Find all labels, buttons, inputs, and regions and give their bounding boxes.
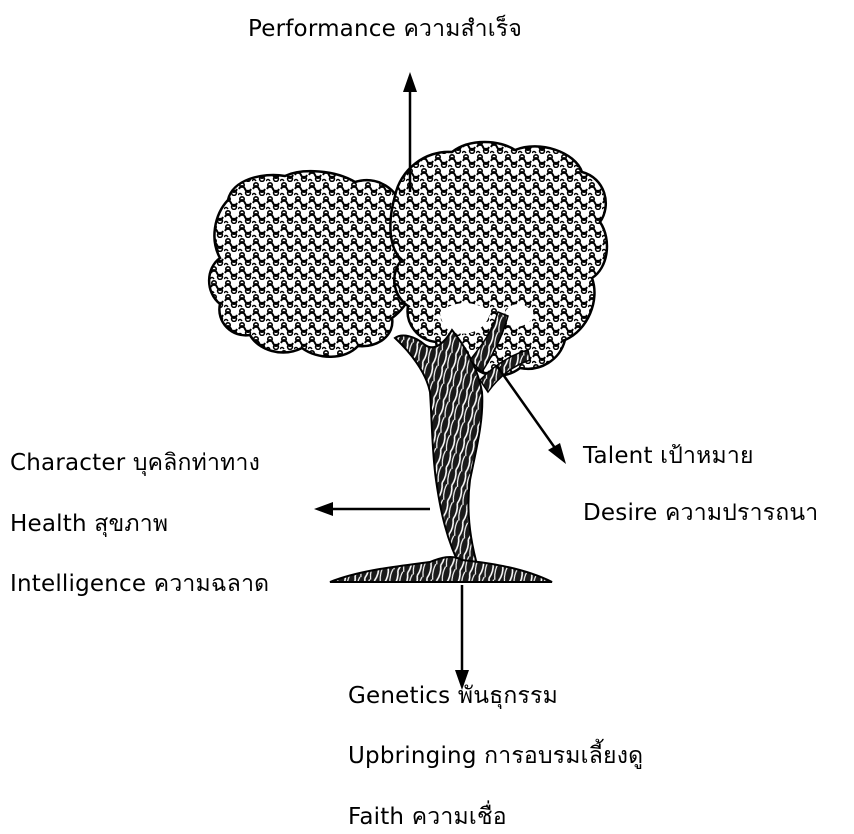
label-bottom-3: Faith ความเชื่อ: [348, 806, 507, 829]
arrow-right-down: [497, 366, 566, 464]
label-right-1: Talent เป้าหมาย: [583, 445, 754, 468]
label-bottom-2: Upbringing การอบรมเลี้ยงดู: [348, 745, 643, 768]
arrow-left: [314, 502, 430, 516]
label-left-1: Character บุคลิกท่าทาง: [10, 452, 260, 475]
tree-roots: [330, 557, 552, 582]
label-right-2: Desire ความปรารถนา: [583, 502, 818, 525]
arrow-down: [455, 585, 469, 690]
label-top: Performance ความสำเร็จ: [248, 18, 522, 41]
tree-canopy-left: [209, 171, 417, 357]
label-bottom-1: Genetics พันธุกรรม: [348, 685, 558, 708]
label-left-3: Intelligence ความฉลาด: [10, 573, 269, 596]
label-left-2: Health สุขภาพ: [10, 513, 168, 536]
